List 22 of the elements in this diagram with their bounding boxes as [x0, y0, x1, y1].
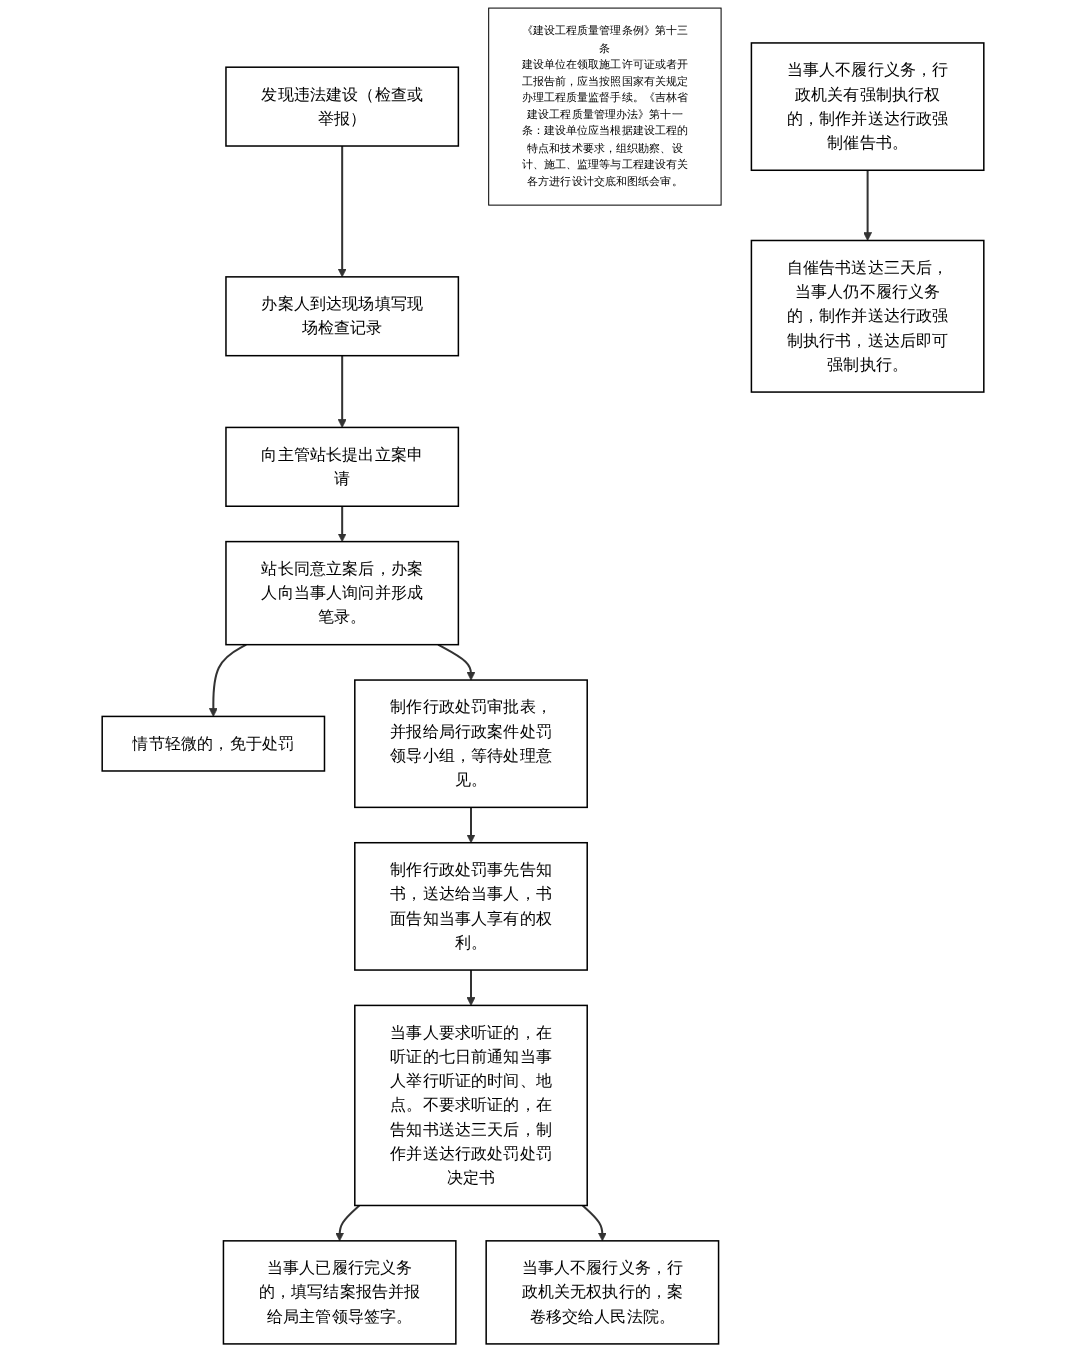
node-box: 站长同意立案后，办案人向当事人询问并形成笔录。: [225, 540, 460, 646]
arrow: [466, 807, 476, 844]
node-box: 办案人到达现场填写现场检查记录: [225, 276, 460, 357]
node-box: 当事人不履行义务，行政机关无权执行的，案卷移交给人民法院。: [485, 1240, 720, 1345]
node-box: 向主管站长提出立案申请: [225, 426, 460, 507]
arrow: [581, 1204, 607, 1242]
arrow: [863, 170, 873, 241]
arrow: [337, 146, 347, 278]
node-box: 制作行政处罚审批表，并报给局行政案件处罚领导小组，等待处理意见。: [354, 679, 588, 809]
arrow: [337, 506, 347, 542]
node-box: 当事人已履行完义务的，填写结案报告并报给局主管领导签字。: [222, 1240, 457, 1345]
node-box: 当事人要求听证的，在听证的七日前通知当事人举行听证的时间、地点。不要求听证的，在告知书送达三天后，制作并送达行政处罚处罚决定书: [354, 1004, 588, 1207]
arrow: [466, 970, 476, 1006]
arrow: [437, 643, 476, 681]
node-box: 发现违法建设（检查或举报）: [225, 66, 460, 147]
node-box: 制作行政处罚事先告知书，送达给当事人，书面告知当事人享有的权利。: [354, 841, 588, 971]
node-box: 当事人不履行义务，行政机关有强制执行权的，制作并送达行政强制催告书。: [750, 42, 985, 171]
arrow: [208, 643, 247, 717]
node-box: 情节轻微的，免于处罚: [101, 715, 326, 772]
arrow: [335, 1204, 361, 1242]
node-box: 自催告书送达三天后，当事人仍不履行义务的，制作并送达行政强制执行书，送达后即可强制执行。: [750, 239, 985, 393]
arrow: [337, 355, 347, 428]
